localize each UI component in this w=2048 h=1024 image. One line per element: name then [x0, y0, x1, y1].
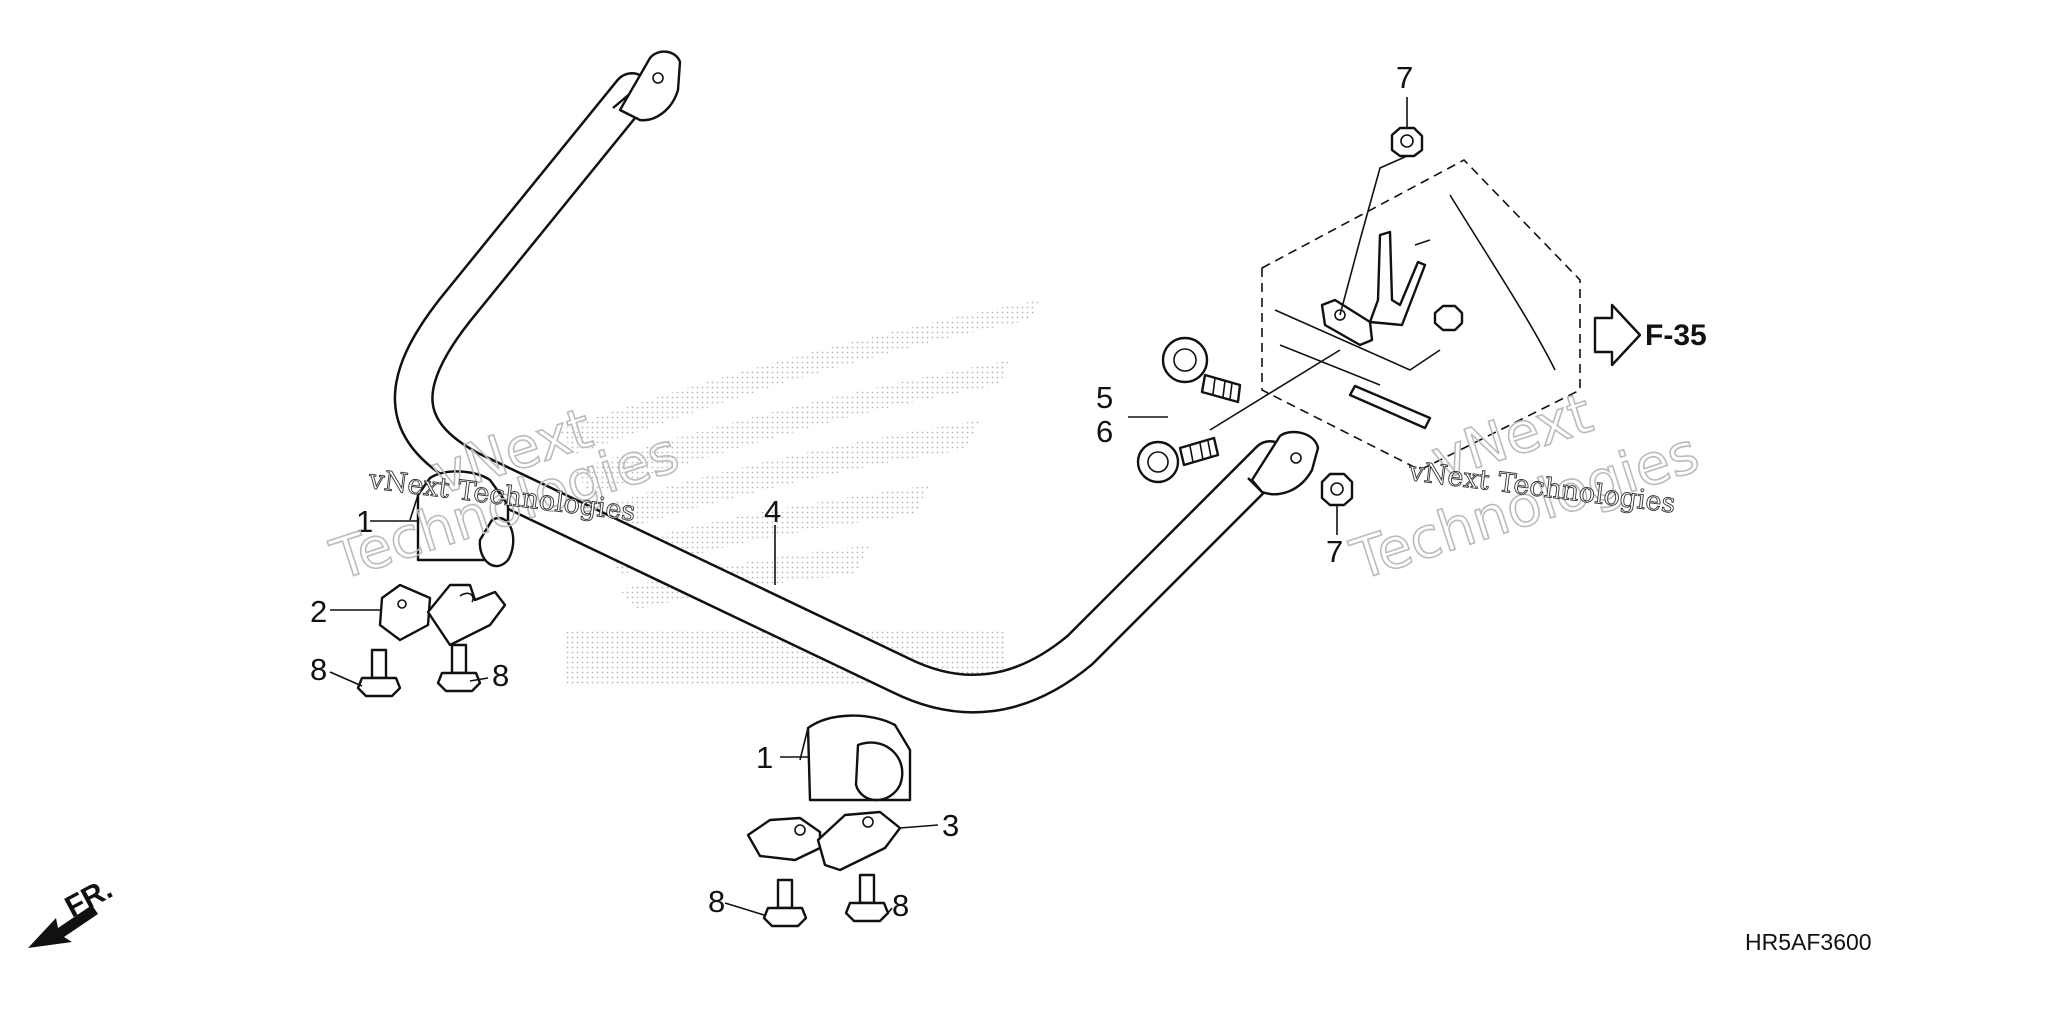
- honda-wing-logo: [560, 300, 1040, 685]
- callout-8-a: 8: [310, 652, 327, 687]
- callout-2: 2: [310, 594, 327, 629]
- bracket-bottom: [746, 810, 902, 872]
- front-arrow-icon: [28, 905, 98, 948]
- bolt-bottom-b: [844, 873, 890, 923]
- callout-6: 6: [1096, 414, 1113, 449]
- callout-5: 5: [1096, 380, 1113, 415]
- callout-3: 3: [942, 808, 959, 843]
- callout-7-mid: 7: [1326, 534, 1343, 569]
- bolt-left-a: [356, 648, 402, 698]
- callout-7-top: 7: [1396, 60, 1413, 95]
- leader-lines: [329, 97, 1408, 916]
- front-direction-label: FR.: [60, 872, 118, 924]
- bolt-bottom-a: [762, 878, 808, 928]
- mounting-detail: [1261, 159, 1581, 471]
- bolt-left-b: [436, 643, 482, 693]
- nut-mid: [1320, 472, 1354, 507]
- reference-arrow: [1593, 303, 1642, 367]
- callout-8-b: 8: [492, 658, 509, 693]
- reference-label: F-35: [1645, 319, 1707, 352]
- nut-top: [1390, 126, 1424, 158]
- callout-8-c: 8: [708, 884, 725, 919]
- bushing-bottom: [799, 714, 912, 802]
- callout-8-d: 8: [892, 888, 909, 923]
- callout-4: 4: [764, 494, 781, 529]
- bushing-left: [409, 470, 515, 568]
- stabilizer-link: [1136, 336, 1242, 484]
- bracket-left: [378, 583, 507, 647]
- callout-1-bottom: 1: [756, 740, 773, 775]
- callout-1-left: 1: [356, 504, 373, 539]
- diagram-code: HR5AF3600: [1745, 929, 1872, 955]
- stabilizer-bar: [393, 50, 1320, 714]
